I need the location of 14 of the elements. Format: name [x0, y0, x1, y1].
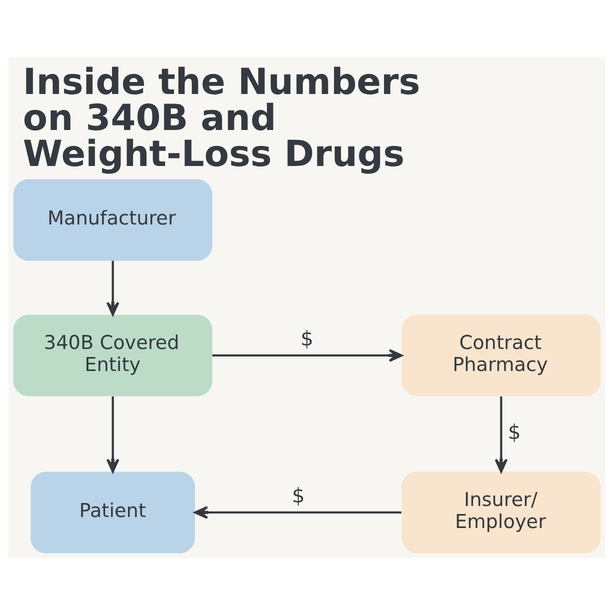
- edge-label: $: [300, 326, 314, 350]
- arrow: [106, 260, 120, 316]
- edge-label: $: [508, 419, 521, 444]
- node-box: Manufacturer: [13, 178, 212, 260]
- node-box: 340B Covered Entity: [13, 314, 212, 396]
- node-box: Contract Pharmacy: [402, 314, 601, 396]
- node-box: Patient: [30, 471, 195, 553]
- arrow: [494, 396, 508, 472]
- diagram-title: Inside the Numbers on 340B and Weight-Loss Drugs: [22, 62, 420, 175]
- node-box: Insurer/Employer: [402, 471, 601, 553]
- arrow: [194, 505, 402, 518]
- arrow: [106, 396, 120, 472]
- arrow: [212, 348, 403, 362]
- edge-label: $: [292, 482, 305, 507]
